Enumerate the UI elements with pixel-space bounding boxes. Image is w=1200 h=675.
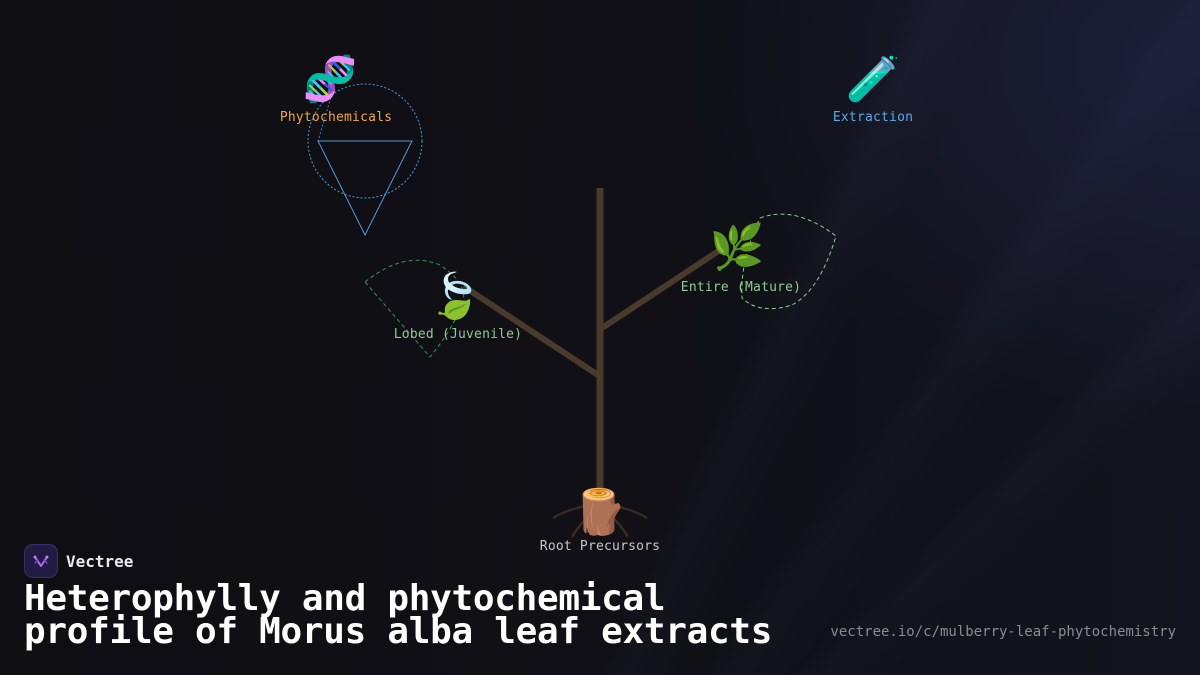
lobed-leaf-outline [364,259,465,358]
root-right [599,503,648,520]
root-right-lower [604,510,630,538]
herb-icon: 🌿 [709,222,765,273]
entire-mature-label: Entire (Mature) [680,280,802,295]
entire-leaf-outline [741,213,837,310]
brand: Vectree [24,544,133,578]
root-precursors-label: Root Precursors [539,539,661,554]
phytochemical-funnel [317,140,413,237]
branch-left [463,285,601,378]
root-left [552,503,601,520]
branch-right [599,247,723,331]
dna-icon: 🧬 [302,54,358,105]
leaf-fluttering-icon: 🍃 [427,271,483,322]
extraction-label: Extraction [832,110,914,125]
logo-glyph [33,555,49,567]
phytochemicals-label: Phytochemicals [279,110,393,125]
source-url[interactable]: vectree.io/c/mulberry-leaf-phytochemistr… [830,624,1176,640]
vectree-logo-icon [24,544,58,578]
test-tube-icon: 🧪 [845,54,901,105]
phytochemical-circle [307,83,423,199]
lobed-juvenile-label: Lobed (Juvenile) [393,327,523,342]
root-left-lower [570,510,596,538]
title-line-1: Heterophylly and phytochemical [24,578,666,619]
page-title: Heterophylly and phytochemical profile o… [24,581,772,650]
phytochemical-connector [317,89,334,142]
title-line-2: profile of Morus alba leaf extracts [24,611,773,652]
brand-name: Vectree [66,551,134,571]
wood-stump-icon: 🪵 [572,487,628,538]
